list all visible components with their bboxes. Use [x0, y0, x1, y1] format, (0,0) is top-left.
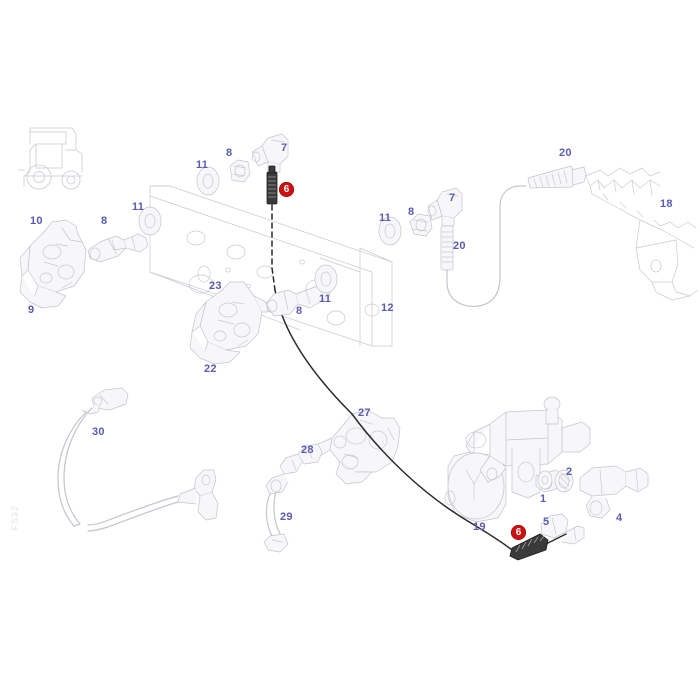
- union-fitting-right: [409, 213, 433, 237]
- part-label-20b: 20: [559, 147, 572, 159]
- sensor-lead: [263, 491, 289, 553]
- brake-valve-body-left: [19, 219, 149, 309]
- sensor-probe: [87, 469, 219, 532]
- part-label-9: 9: [28, 304, 35, 316]
- hose-spring-guard-lower: [440, 225, 454, 271]
- highlight-badge-upper[interactable]: 6: [279, 182, 294, 197]
- part-label-11c: 11: [319, 293, 332, 305]
- part-label-8c: 8: [296, 305, 303, 317]
- part-label-23: 23: [209, 280, 222, 292]
- sealing-ring-left: [138, 206, 162, 236]
- adapter-fitting: [540, 513, 585, 545]
- part-label-20a: 20: [453, 240, 466, 252]
- sealing-ring-right: [378, 216, 402, 246]
- brake-cable-tail: [545, 533, 567, 545]
- part-label-8b: 8: [226, 147, 233, 159]
- watermark-text: FS32: [10, 505, 20, 531]
- part-label-7b: 7: [449, 192, 456, 204]
- lower-brake-hose-assembly: [509, 533, 549, 561]
- part-label-7a: 7: [281, 142, 288, 154]
- tractor-icon: [17, 127, 83, 190]
- hose-spring-guard-upper: [527, 165, 587, 189]
- brake-cable-upper: [271, 204, 276, 291]
- part-label-18: 18: [660, 198, 673, 210]
- part-label-11b: 11: [196, 159, 209, 171]
- mounting-bracket: [585, 167, 699, 301]
- part-label-4: 4: [616, 512, 623, 524]
- sealing-washer: [537, 470, 553, 490]
- brake-valve-body-center: [189, 281, 269, 365]
- tee-fitting: [579, 465, 649, 519]
- part-label-5: 5: [543, 516, 550, 528]
- part-label-12: 12: [381, 302, 394, 314]
- elbow-fitting-right: [427, 187, 463, 227]
- elbow-fitting-upper: [251, 133, 289, 173]
- mounting-stud: [197, 265, 211, 283]
- part-label-27: 27: [358, 407, 371, 419]
- part-label-29: 29: [280, 511, 293, 523]
- part-label-30: 30: [92, 426, 105, 438]
- part-label-1: 1: [540, 493, 547, 505]
- union-fitting-lower: [265, 443, 323, 495]
- hydraulic-pump: [444, 396, 591, 523]
- sealing-ring-center: [314, 264, 338, 294]
- union-fitting-upper: [229, 159, 251, 183]
- upper-brake-hose-assembly: [266, 165, 278, 205]
- part-label-10: 10: [30, 215, 43, 227]
- part-label-11a: 11: [132, 201, 145, 213]
- part-label-2: 2: [566, 466, 573, 478]
- brake-valve-body-lower: [317, 409, 401, 485]
- sensor-cable-harness: [57, 387, 129, 527]
- brake-cable-lower: [351, 413, 513, 551]
- part-label-8d: 8: [408, 206, 415, 218]
- mounting-plate: [149, 185, 393, 347]
- part-label-22: 22: [204, 363, 217, 375]
- sealing-ring-upper: [196, 166, 220, 196]
- hydraulic-hose-loop: [446, 185, 527, 307]
- part-label-8a: 8: [101, 215, 108, 227]
- filter-screen: [554, 469, 574, 493]
- part-label-19: 19: [473, 521, 486, 533]
- highlight-badge-lower[interactable]: 6: [511, 525, 526, 540]
- part-label-11d: 11: [379, 212, 392, 224]
- part-label-28: 28: [301, 444, 314, 456]
